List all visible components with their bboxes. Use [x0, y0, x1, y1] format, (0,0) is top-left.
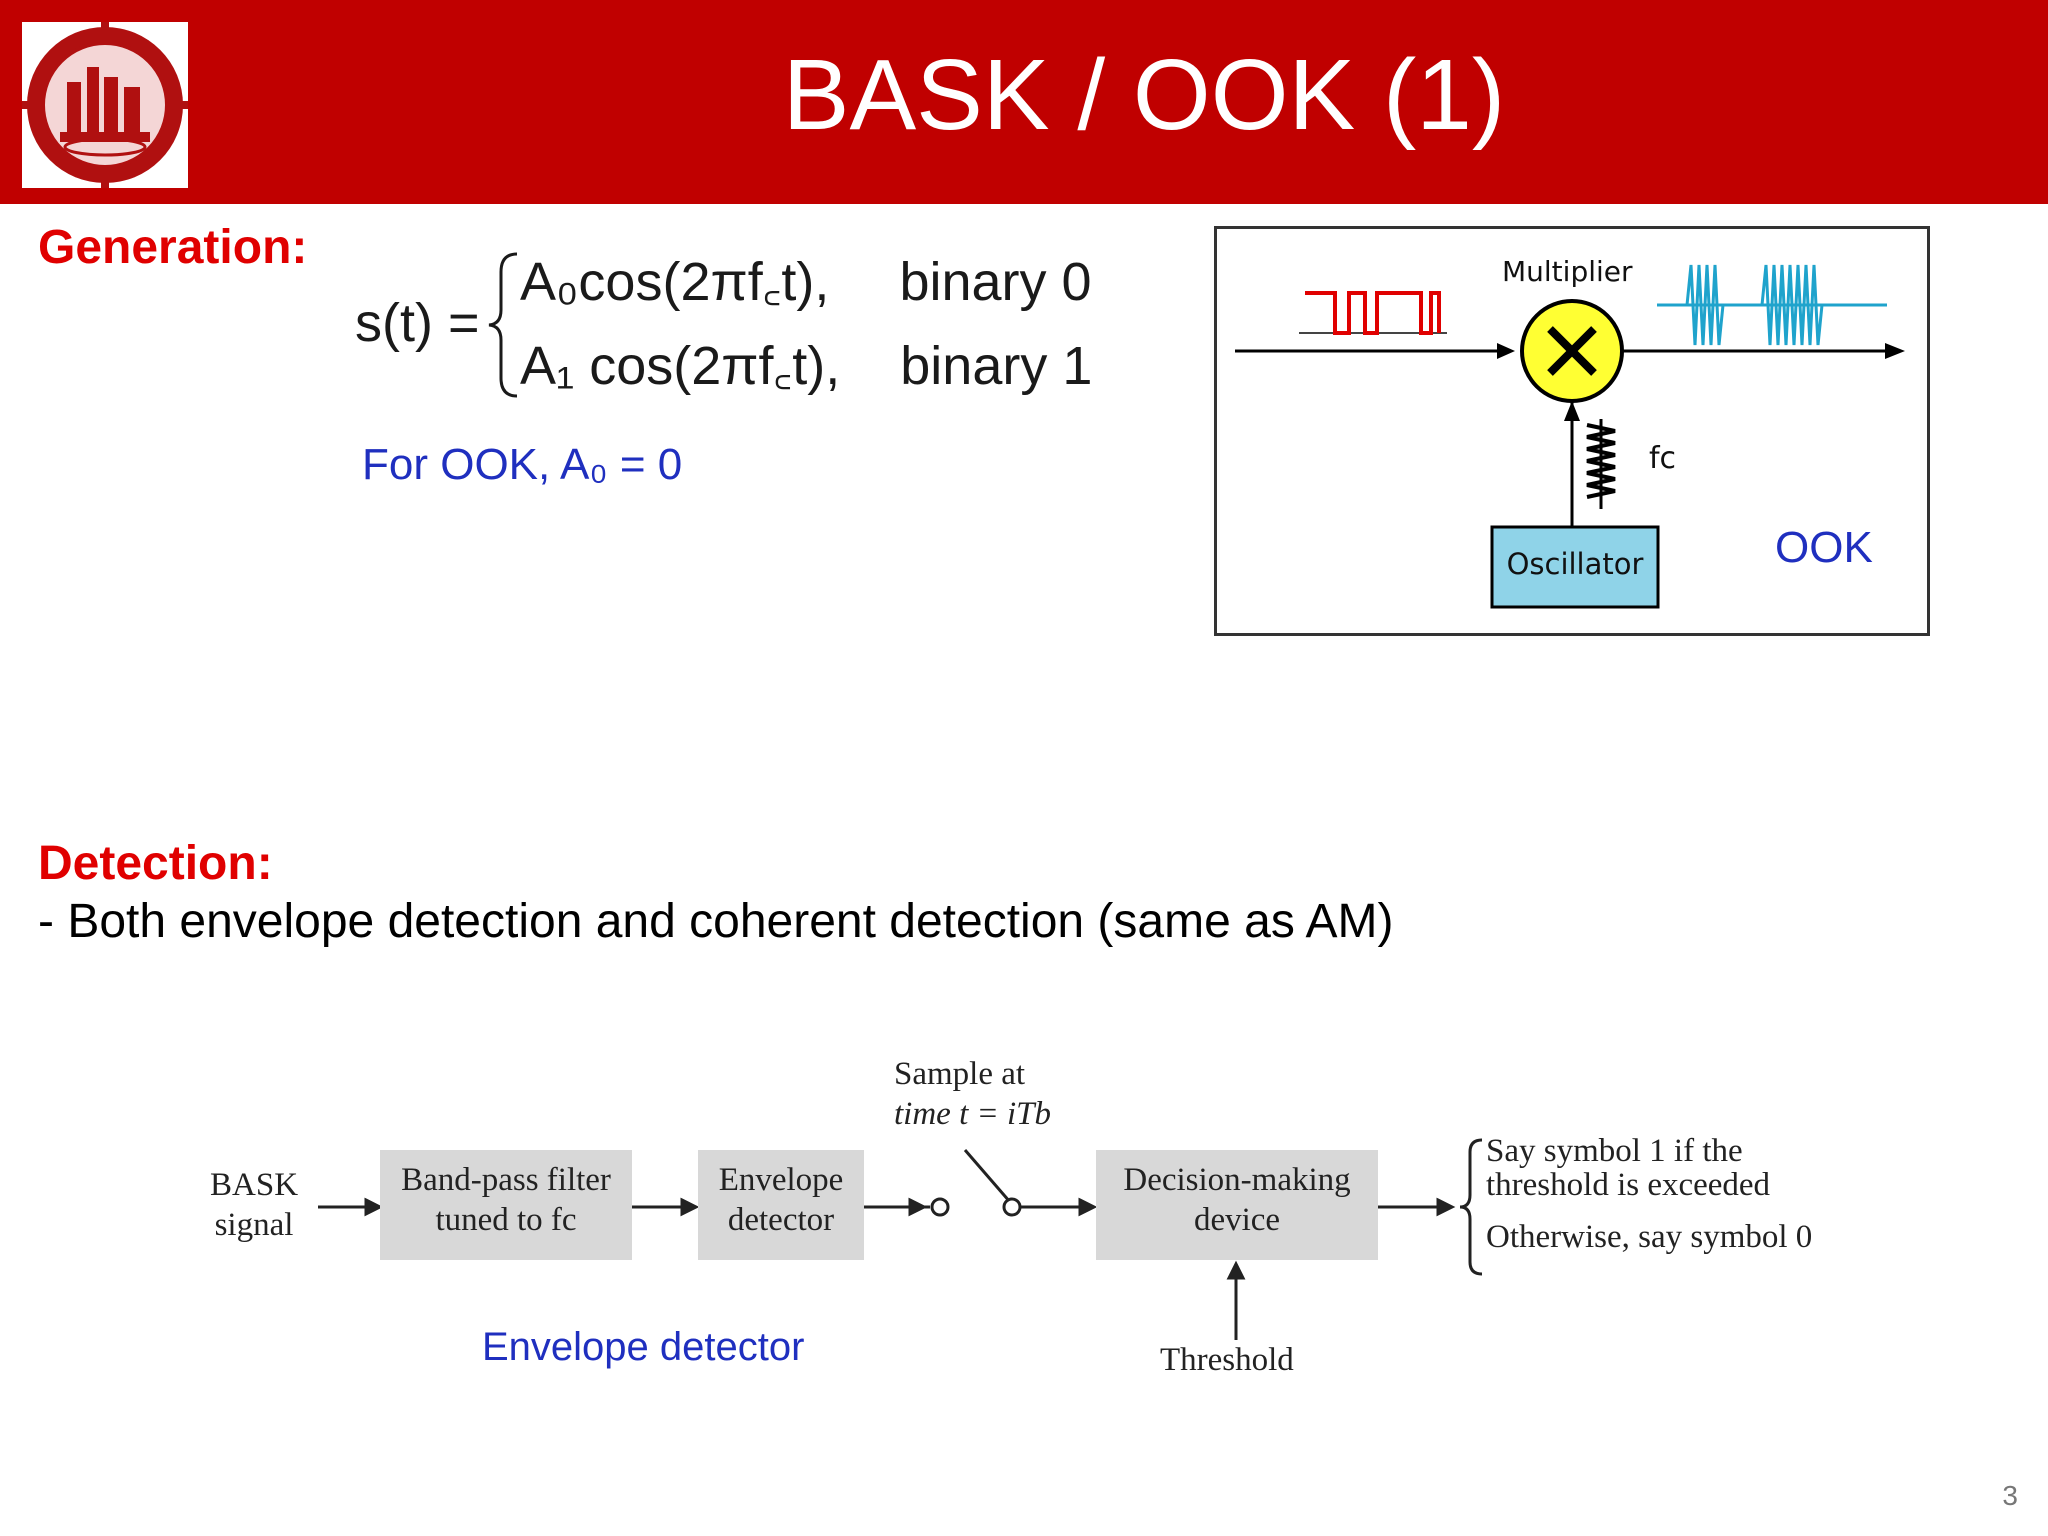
input-arrow: [1497, 343, 1515, 359]
equation-lhs: s(t) =: [355, 293, 480, 353]
sample-label-line2: time t = iTb: [894, 1096, 1052, 1132]
ook-note: For OOK, A₀ = 0: [362, 440, 683, 489]
slide-header: BASK / OOK (1): [0, 0, 2048, 204]
page-number: 3: [2002, 1480, 2018, 1511]
equation-row1-label: binary 1: [900, 336, 1093, 396]
bpf-label-line2: tuned to fc: [435, 1202, 577, 1238]
envelope-detector-caption: Envelope detector: [482, 1325, 805, 1369]
decision-device-block: Decision-making device: [1096, 1150, 1378, 1260]
threshold-label: Threshold: [1160, 1342, 1294, 1378]
equation-brace: [488, 252, 518, 398]
oscillator-label: Oscillator: [1506, 547, 1644, 581]
decision-label-line2: device: [1193, 1202, 1281, 1238]
env-label-line1: Envelope: [718, 1162, 844, 1198]
detection-heading: Detection:: [38, 837, 273, 890]
input-label-line1: BASK: [210, 1167, 299, 1203]
ook-burst-2: [1760, 264, 1824, 346]
equation-row-binary0: A₀cos(2πf꜀t), binary 0: [520, 242, 1092, 316]
ook-modulator-diagram: Multiplier fc Oscillator OOK: [1214, 226, 1930, 636]
envelope-detector-block: Envelope detector: [698, 1150, 864, 1260]
equation-row0-label: binary 0: [899, 252, 1092, 312]
output-line3: Otherwise, say symbol 0: [1486, 1219, 1813, 1255]
sample-label-line1: Sample at: [894, 1056, 1026, 1092]
sample-label: Sample at time t = iTb: [894, 1054, 1051, 1134]
bandpass-filter-block: Band-pass filter tuned to fc: [380, 1150, 632, 1260]
equation-row1-expr: A₁ cos(2πf꜀t),: [520, 336, 841, 396]
scheme-label: OOK: [1775, 523, 1873, 572]
oscillator-box: [1490, 525, 1660, 609]
ook-burst-1: [1685, 264, 1725, 346]
output-line1: Say symbol 1 if the: [1486, 1133, 1743, 1169]
output-line2: threshold is exceeded: [1486, 1167, 1771, 1203]
university-logo: [22, 22, 188, 188]
bpf-label-line1: Band-pass filter: [401, 1162, 611, 1198]
carrier-icon: [1586, 423, 1616, 499]
generation-heading: Generation:: [38, 221, 308, 274]
input-label-line2: signal: [214, 1207, 294, 1243]
binary-square-wave: [1305, 291, 1441, 335]
decision-label-line1: Decision-making: [1123, 1162, 1351, 1198]
decision-output-text: Say symbol 1 if the threshold is exceede…: [1486, 1134, 1812, 1254]
input-signal-label: BASK signal: [210, 1165, 298, 1245]
equation-row0-expr: A₀cos(2πf꜀t),: [520, 252, 830, 312]
multiplier-label: Multiplier: [1502, 255, 1633, 288]
equation-row-binary1: A₁ cos(2πf꜀t), binary 1: [520, 326, 1092, 400]
env-label-line2: detector: [727, 1202, 835, 1238]
slide-title: BASK / OOK (1): [782, 39, 1506, 151]
detection-description: - Both envelope detection and coherent d…: [38, 895, 1394, 948]
output-arrow: [1885, 343, 1905, 359]
carrier-label: fc: [1649, 441, 1677, 476]
